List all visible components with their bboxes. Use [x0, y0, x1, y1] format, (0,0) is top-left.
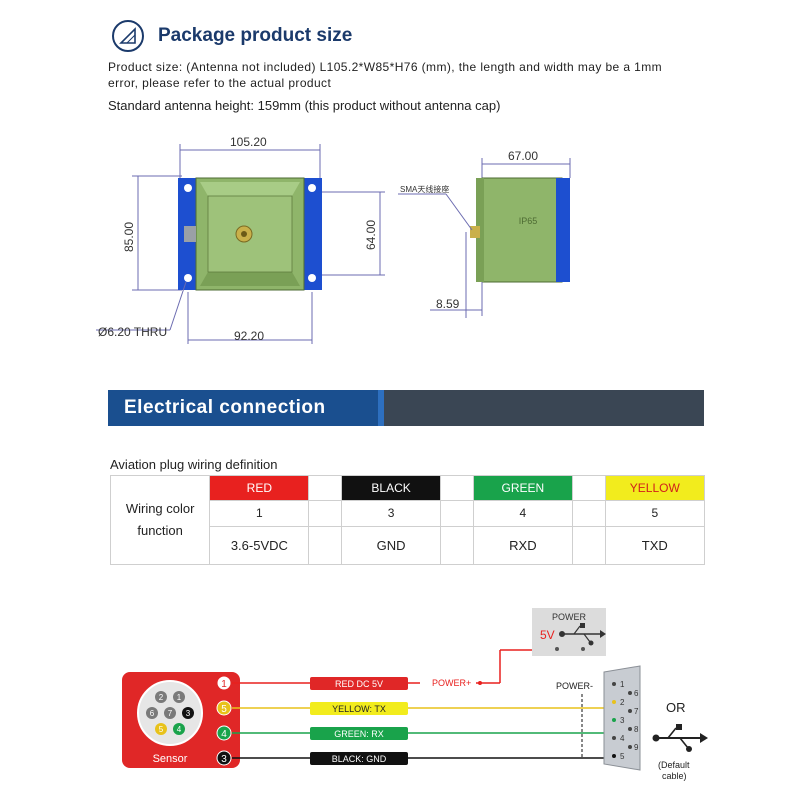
wiring-table-caption: Aviation plug wiring definition: [110, 457, 278, 472]
table-row: 1 3 4 5: [111, 500, 706, 527]
pin-green: 4: [472, 500, 574, 527]
power-box-label: POWER: [552, 612, 587, 622]
pin-yellow: 5: [604, 500, 706, 527]
package-section-header: Package product size: [112, 18, 352, 54]
svg-text:3: 3: [620, 716, 625, 725]
svg-text:2: 2: [620, 698, 625, 707]
svg-text:4: 4: [177, 725, 182, 734]
electrical-connection-banner: Electrical connection: [108, 390, 704, 426]
svg-text:3: 3: [221, 754, 227, 765]
dimension-drawings: 105.20 85.00 64.00 92.20 Ø6.20 THR: [96, 135, 571, 344]
svg-text:7: 7: [634, 707, 639, 716]
power-plus-label: POWER+: [432, 678, 471, 688]
front-view-drawing: 105.20 85.00 64.00 92.20 Ø6.20 THR: [96, 135, 385, 344]
svg-text:8: 8: [634, 725, 639, 734]
wiring-table: Wiring color function RED BLACK GREEN YE…: [109, 474, 706, 566]
wire-lines: RED DC 5V YELLOW: TX GREEN: RX BLACK: GN…: [232, 648, 610, 765]
pin-black: 3: [340, 500, 442, 527]
svg-text:4: 4: [620, 734, 625, 743]
side-view-drawing: 67.00 IP65 SMA天线接座 8.59: [398, 149, 571, 318]
svg-text:5: 5: [221, 704, 227, 715]
sensor-block: 2 1 3 6 7 5 4 Sensor 1 5 4 3: [122, 672, 240, 768]
wire-label-green: GREEN: RX: [334, 729, 384, 739]
or-label: OR: [666, 700, 686, 715]
function-yellow: TXD: [604, 525, 706, 566]
side-marking: IP65: [519, 216, 538, 226]
svg-text:9: 9: [634, 743, 639, 752]
svg-text:6: 6: [634, 689, 639, 698]
function-red: 3.6-5VDC: [209, 525, 310, 566]
power-minus-label: POWER-: [556, 681, 593, 691]
db9-connector: 1 2 3 4 5 6 7 8 9: [603, 665, 641, 771]
wire-color-yellow: YELLOW: [604, 474, 706, 502]
pin-red: 1: [209, 500, 310, 527]
dim-top-width: 105.20: [230, 135, 267, 149]
svg-text:3: 3: [186, 709, 191, 718]
svg-text:5: 5: [620, 752, 625, 761]
svg-text:4: 4: [221, 729, 227, 740]
svg-text:6: 6: [150, 709, 155, 718]
power-box: POWER 5V: [532, 608, 606, 656]
wiring-diagram: 2 1 3 6 7 5 4 Sensor 1 5 4 3 RED DC 5V Y…: [122, 608, 708, 781]
dim-hole-label: Ø6.20 THRU: [98, 325, 167, 339]
dim-bottom-width: 92.20: [234, 329, 264, 343]
wire-label-yellow: YELLOW: TX: [332, 704, 386, 714]
wire-color-red: RED: [209, 474, 310, 502]
antenna-height-text: Standard antenna height: 159mm (this pro…: [108, 98, 501, 113]
power-voltage-label: 5V: [540, 628, 555, 642]
svg-text:7: 7: [168, 709, 173, 718]
svg-text:1: 1: [620, 680, 625, 689]
function-black: GND: [340, 525, 442, 566]
dim-left-height: 85.00: [122, 222, 136, 252]
function-green: RXD: [472, 525, 574, 566]
svg-text:1: 1: [177, 693, 182, 702]
table-row: Wiring color function RED BLACK GREEN YE…: [109, 474, 706, 565]
wire-label-red: RED DC 5V: [335, 679, 383, 689]
product-size-text: Product size: (Antenna not included) L10…: [108, 60, 663, 90]
dim-right-height: 64.00: [364, 220, 378, 250]
wire-label-black: BLACK: GND: [332, 754, 387, 764]
default-cable-label-2: cable): [662, 771, 687, 781]
ruler-triangle-icon: [112, 20, 144, 52]
sma-connector-label: SMA天线接座: [400, 184, 449, 194]
dim-side-width: 67.00: [508, 149, 538, 163]
svg-text:1: 1: [221, 679, 227, 690]
electrical-connection-title: Electrical connection: [124, 397, 326, 418]
usb-icon: [652, 724, 708, 752]
default-cable-label-1: (Default: [658, 760, 690, 770]
svg-text:5: 5: [159, 725, 164, 734]
usb-icon: [559, 623, 606, 646]
function-header-cell: Wiring color function: [109, 475, 211, 565]
package-title: Package product size: [158, 25, 353, 46]
wire-color-black: BLACK: [340, 474, 442, 502]
dim-side-offset: 8.59: [436, 297, 460, 311]
table-row: 3.6-5VDC GND RXD TXD: [111, 525, 706, 566]
sensor-label: Sensor: [153, 753, 188, 765]
svg-text:2: 2: [159, 693, 164, 702]
wire-color-green: GREEN: [472, 474, 574, 502]
